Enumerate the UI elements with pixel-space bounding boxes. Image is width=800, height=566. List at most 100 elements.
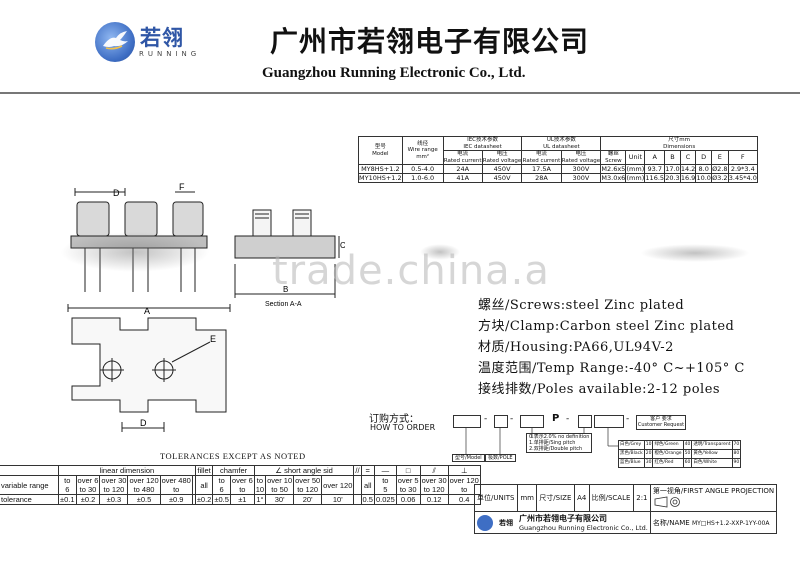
- tol-value: ±0.1: [58, 494, 77, 505]
- top-view-drawing: A E D: [67, 304, 231, 432]
- tb-company-cn: 广州市若翎电子有限公司: [519, 514, 607, 523]
- note-housing: 材质/Housing:PA66,UL94V-2: [478, 340, 674, 355]
- dim-label-d: D: [140, 418, 147, 428]
- tol-value: 10': [321, 494, 355, 505]
- tol-header: ⊥: [447, 465, 481, 476]
- tol-value: ±0.2: [194, 494, 214, 505]
- spec-cell: 10.0: [695, 173, 712, 183]
- spec-cell: 450V: [481, 173, 523, 183]
- order-leader-lines: [465, 428, 618, 454]
- spec-cell: 28A: [521, 173, 562, 183]
- tb-scale-value: 2:1: [633, 484, 651, 512]
- tb-projection: 第一视角/FIRST ANGLE PROJECTION: [649, 484, 778, 512]
- spec-cell: 0.5-4.0: [401, 164, 444, 174]
- tol-header: ∠ short angle sid: [253, 465, 355, 476]
- blurred-region: [640, 244, 750, 262]
- spec-cell: 1.0-6.0: [401, 173, 444, 183]
- bird-logo-icon: [103, 31, 128, 50]
- tb-logo-text: 若翎: [499, 518, 513, 527]
- tb-units-label: 单位/UNITS: [473, 484, 519, 512]
- dim-label-a: A: [144, 306, 150, 316]
- spec-subheader: C: [679, 150, 697, 165]
- tol-header: —: [373, 465, 397, 476]
- spec-cell: 2.9*3.4: [727, 164, 759, 174]
- tol-value: ±0.3: [99, 494, 129, 505]
- tb-name-value: MY□HS+1.2-XXP-1YY-00A: [691, 519, 770, 527]
- tb-units-value: mm: [517, 484, 538, 512]
- dim-label-f: F: [179, 182, 185, 192]
- tol-value: ±0.9: [159, 494, 193, 505]
- table-row: MY10HS+1.2 1.0-6.0 41A 450V 28A 300V M3.…: [358, 173, 759, 183]
- spec-cell: (mm): [625, 173, 646, 183]
- bird-logo-icon: [477, 514, 493, 531]
- dim-label-c: C: [340, 241, 345, 250]
- spec-cell: 300V: [560, 164, 602, 174]
- order-separator: -: [626, 414, 630, 424]
- spec-cell: 116.5: [644, 173, 666, 183]
- tb-size-label: 尺寸/SIZE: [536, 484, 576, 512]
- tol-header: //: [353, 465, 362, 476]
- tol-header: fillet: [194, 465, 214, 476]
- tol-row-label: tolerance: [0, 494, 59, 505]
- spec-cell: 300V: [560, 173, 602, 183]
- spec-cell: 20.3: [664, 173, 681, 183]
- spec-cell: M2.6x5: [600, 164, 627, 174]
- tolerance-title: TOLERANCES EXCEPT AS NOTED: [160, 451, 306, 461]
- order-tag-model: 型号/Model: [452, 454, 485, 462]
- spec-cell: 8.0: [695, 164, 712, 174]
- note-temp-range: 温度范围/Temp Range:-40° C~+105° C: [478, 361, 745, 376]
- order-title-cn: 订购方式：: [369, 414, 419, 425]
- tol-header: □: [395, 465, 421, 476]
- watermark: trade.china.a: [272, 248, 550, 294]
- logo-english-name: RUNNING: [139, 50, 201, 58]
- tol-value: 30': [265, 494, 295, 505]
- spec-cell: MY8HS+1.2: [358, 164, 403, 174]
- tol-value: [353, 494, 362, 505]
- tol-corner: [0, 465, 59, 476]
- order-title-en: HOW TO ORDER: [370, 423, 436, 432]
- spec-cell: 16.9: [679, 173, 697, 183]
- tb-company-en: Guangzhou Running Electronic Co., Ltd.: [519, 524, 648, 532]
- order-box-customer: 客户 要求 Customer Request: [636, 415, 686, 430]
- logo-chinese-name: 若翎: [140, 26, 184, 50]
- note-clamp: 方块/Clamp:Carbon steel Zinc plated: [478, 319, 735, 334]
- tol-range: all: [194, 475, 214, 495]
- tol-row-label: variable range: [0, 475, 59, 495]
- order-separator: -: [510, 414, 514, 424]
- blurred-region: [60, 232, 210, 272]
- tolerance-table: linear dimension fillet chamfer ∠ short …: [0, 465, 481, 505]
- spec-cell: 14.2: [679, 164, 697, 174]
- spec-subheader: F: [727, 150, 759, 165]
- spec-cell: 24A: [442, 164, 483, 174]
- order-box-poles: [520, 415, 544, 428]
- section-label: Section A-A: [265, 301, 302, 308]
- tb-size-value: A4: [574, 484, 590, 512]
- dim-label-d: D: [113, 188, 120, 198]
- dim-label-b: B: [283, 285, 288, 294]
- tol-value: 0.5: [360, 494, 375, 505]
- tol-range: over 120: [321, 475, 355, 495]
- header-divider: [0, 92, 800, 94]
- tb-scale-label: 比例/SCALE: [588, 484, 635, 512]
- spec-cell: (mm): [625, 164, 646, 174]
- spec-cell: M3.0x6: [600, 173, 627, 183]
- spec-cell: 93.7: [644, 164, 666, 174]
- order-separator: -: [484, 414, 488, 424]
